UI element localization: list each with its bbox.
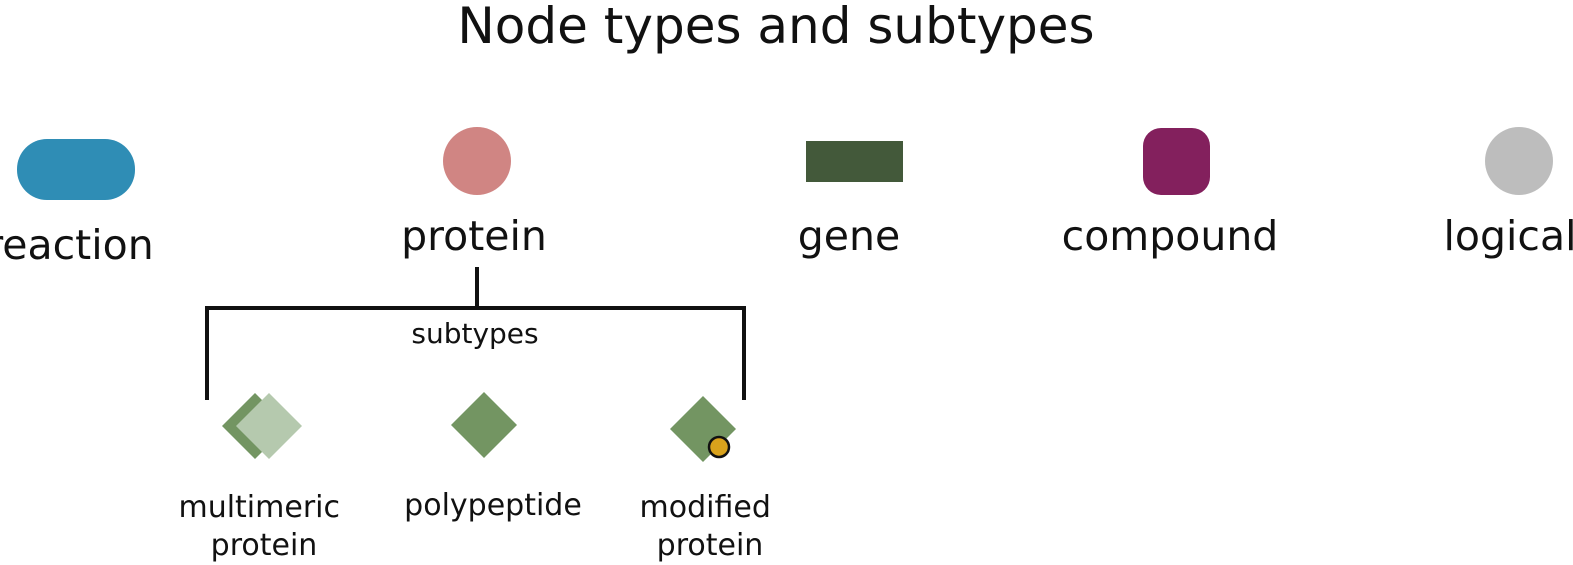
diagram-title: Node types and subtypes [457,0,1094,55]
logical-label: logical [1444,212,1573,260]
subtype-modified-protein: modified protein [640,396,781,563]
gene-shape [806,141,903,182]
subtypes-label: subtypes [411,317,538,350]
gene-label: gene [798,212,900,260]
node-gene: gene [798,141,903,260]
modified-label-line2: protein [657,528,764,563]
reaction-shape [17,139,135,200]
node-reaction: reaction [0,139,154,269]
subtype-polypeptide: polypeptide [404,392,582,523]
multimeric-front-diamond [236,393,302,459]
subtype-bracket [205,267,746,400]
modification-dot [707,435,731,459]
multimeric-label-line1: multimeric [178,490,340,525]
node-logical: logical [1444,127,1573,260]
multimeric-label: multimeric protein [178,490,349,563]
compound-label: compound [1062,212,1279,260]
protein-shape [443,127,511,195]
node-protein: protein [401,127,547,260]
compound-shape [1143,128,1210,195]
multimeric-label-line2: protein [211,528,318,563]
subtype-multimeric-protein: multimeric protein [178,393,349,563]
reaction-label: reaction [0,221,154,269]
protein-label: protein [401,212,547,260]
node-compound: compound [1062,128,1279,260]
modified-label: modified protein [640,490,781,563]
logical-shape [1485,127,1553,195]
polypeptide-diamond [451,392,517,458]
polypeptide-label: polypeptide [404,488,582,523]
modified-label-line1: modified [640,490,771,525]
